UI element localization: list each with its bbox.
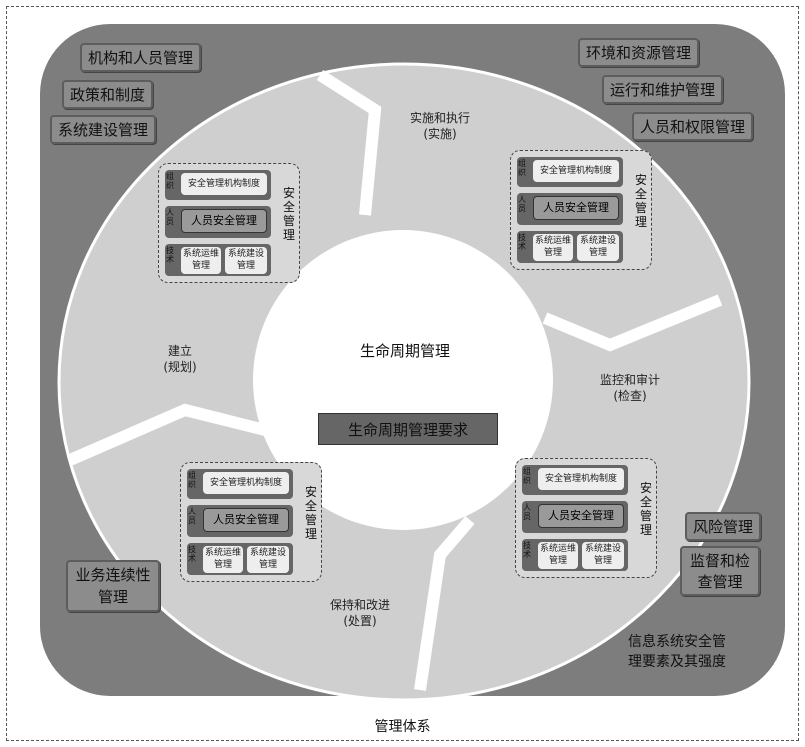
corner-line: 理要素及其强度 [628,654,726,670]
person-row: 人员 人员安全管理 [522,501,628,533]
tech-side-label: 技术 [518,233,526,251]
tech-row: 技术 系统运维管理 系统建设管理 [517,231,623,263]
person-side-label: 人员 [188,507,196,525]
org-row: 组织 安全管理机构制度 [517,157,623,187]
org-box: 安全管理机构制度 [181,173,267,195]
ops-box: 系统运维管理 [533,234,573,261]
person-row: 人员 人员安全管理 [187,505,293,537]
org-side-label: 组织 [523,467,531,485]
tech-row: 技术 系统运维管理 系统建设管理 [187,543,293,575]
person-box: 人员安全管理 [203,508,289,532]
corner-text: 信息系统安全管理要素及其强度 [628,632,726,672]
tech-row: 技术 系统运维管理 系统建设管理 [165,244,271,276]
person-box: 人员安全管理 [533,196,619,220]
person-side-label: 人员 [523,503,531,521]
label-supervision: 监督和检查管理 [680,546,760,596]
phase-sub: (实施) [423,127,457,141]
label-operations: 运行和维护管理 [602,75,724,104]
org-box: 安全管理机构制度 [538,468,624,490]
security-management-block: 组织 安全管理机构制度 人员 人员安全管理 技术 系统运维管理 系统建设管理 安… [158,163,300,283]
person-row: 人员 人员安全管理 [165,206,271,238]
label-system-build: 系统建设管理 [50,115,157,144]
vertical-label: 安全管理 [283,186,296,242]
label-risk: 风险管理 [685,512,762,541]
security-management-block: 组织 安全管理机构制度 人员 人员安全管理 技术 系统运维管理 系统建设管理 安… [515,458,657,578]
security-management-block: 组织 安全管理机构制度 人员 人员安全管理 技术 系统运维管理 系统建设管理 安… [180,462,322,582]
center-title: 生命周期管理 [359,342,450,360]
corner-line: 信息系统安全管 [628,634,726,650]
person-side-label: 人员 [518,195,526,213]
person-box: 人员安全管理 [181,209,267,233]
org-row: 组织 安全管理机构制度 [165,170,271,200]
tech-side-label: 技术 [188,545,196,563]
org-side-label: 组织 [188,471,196,489]
phase-text: 监控和审计 [599,373,660,387]
label-business-continuity: 业务连续性管理 [66,560,160,612]
phase-sub: (处置) [343,614,377,628]
phase-sub: (检查) [613,389,647,403]
tech-side-label: 技术 [523,541,531,559]
phase-maintain: 保持和改进 (处置) [320,597,400,629]
phase-text: 建立 [167,344,192,358]
org-side-label: 组织 [166,172,174,190]
phase-build: 建立 (规划) [150,343,210,375]
phase-text: 实施和执行 [409,111,470,125]
label-org-personnel: 机构和人员管理 [80,43,202,72]
requirement-box: 生命周期管理要求 [318,413,498,445]
tech-side-label: 技术 [166,246,174,264]
org-box: 安全管理机构制度 [203,472,289,494]
org-side-label: 组织 [518,159,526,177]
build-box: 系统建设管理 [247,546,289,573]
label-environment: 环境和资源管理 [578,38,700,67]
caption: 管理体系 [374,719,431,735]
phase-monitor: 监控和审计 (检查) [590,372,670,404]
ops-box: 系统运维管理 [538,542,578,569]
build-box: 系统建设管理 [577,234,619,261]
build-box: 系统建设管理 [225,247,267,274]
person-side-label: 人员 [166,208,174,226]
org-box: 安全管理机构制度 [533,160,619,182]
org-row: 组织 安全管理机构制度 [187,469,293,499]
build-box: 系统建设管理 [582,542,624,569]
outer-border [6,6,799,741]
phase-text: 保持和改进 [329,598,390,612]
vertical-label: 安全管理 [640,481,653,537]
label-policy: 政策和制度 [62,80,154,109]
vertical-label: 安全管理 [305,485,318,541]
phase-sub: (规划) [163,360,197,374]
person-row: 人员 人员安全管理 [517,193,623,225]
label-permissions: 人员和权限管理 [632,112,754,141]
org-row: 组织 安全管理机构制度 [522,465,628,495]
ops-box: 系统运维管理 [181,247,221,274]
person-box: 人员安全管理 [538,504,624,528]
vertical-label: 安全管理 [635,173,648,229]
tech-row: 技术 系统运维管理 系统建设管理 [522,539,628,571]
security-management-block: 组织 安全管理机构制度 人员 人员安全管理 技术 系统运维管理 系统建设管理 安… [510,150,652,270]
ops-box: 系统运维管理 [203,546,243,573]
phase-implement: 实施和执行 (实施) [400,110,480,142]
